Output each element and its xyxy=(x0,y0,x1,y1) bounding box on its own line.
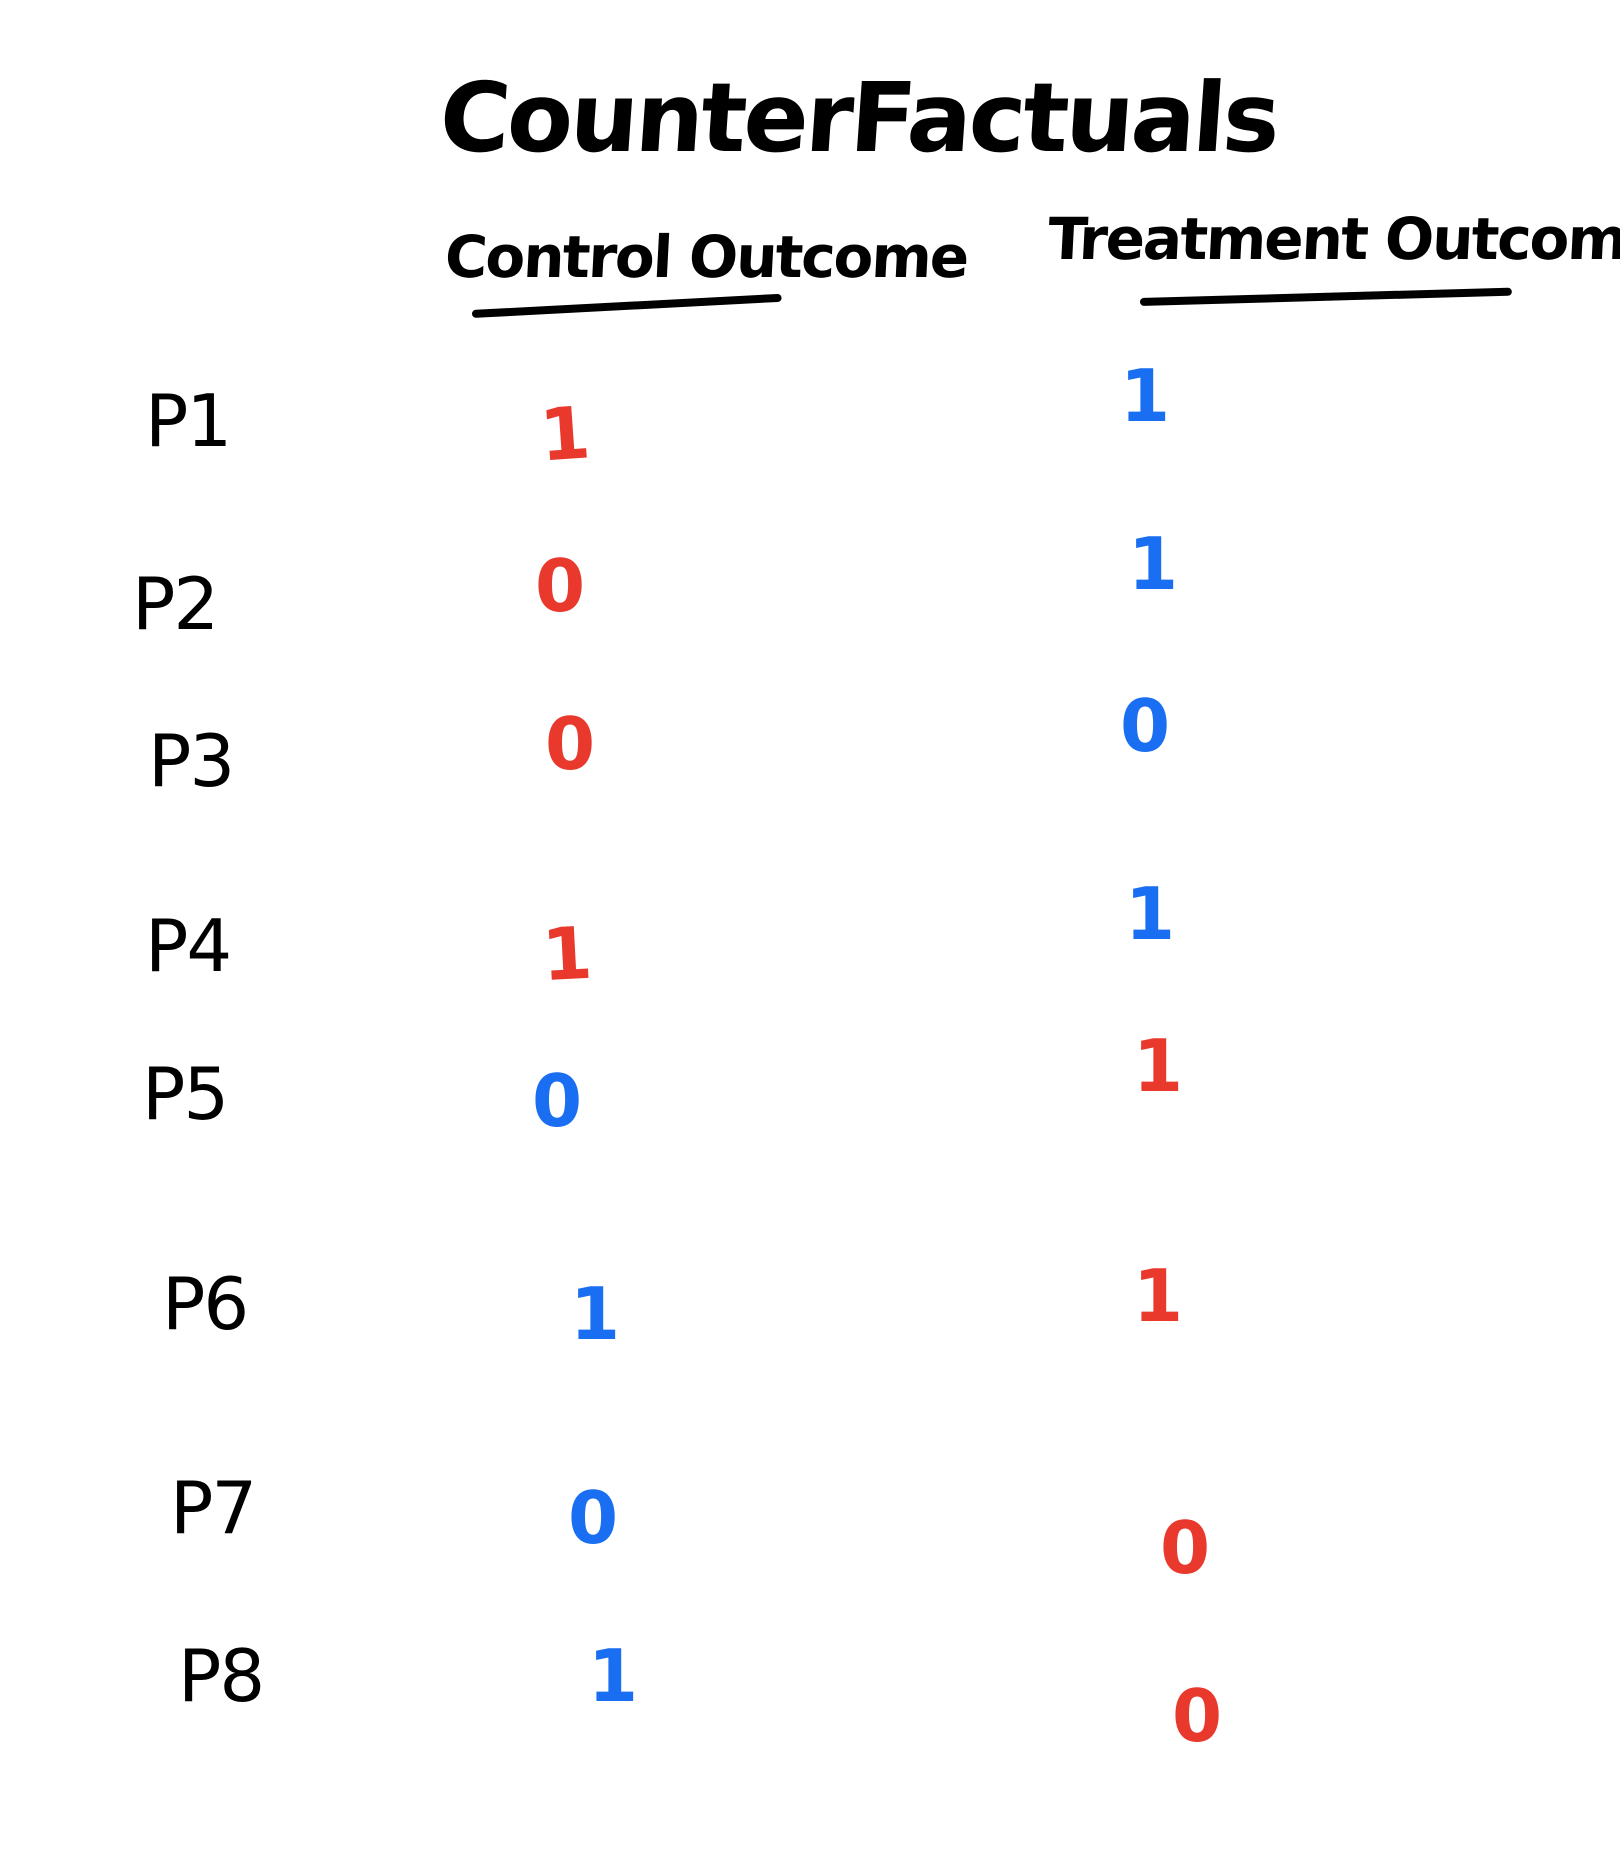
treatment-outcome-header: Treatment Outcome xyxy=(1046,205,1620,273)
treatment-value-p8: 0 xyxy=(1172,1674,1223,1758)
control-header-underline xyxy=(471,293,782,318)
row-label-p8: P8 xyxy=(178,1634,265,1718)
row-label-p5: P5 xyxy=(142,1052,229,1136)
row-label-p4: P4 xyxy=(145,904,232,988)
control-outcome-header: Control Outcome xyxy=(443,223,970,291)
treatment-value-p3: 0 xyxy=(1120,684,1171,768)
page-title: CounterFactuals xyxy=(436,62,1282,174)
control-value-p3: 0 xyxy=(545,702,596,786)
treatment-value-p7: 0 xyxy=(1160,1506,1211,1590)
control-value-p7: 0 xyxy=(568,1476,619,1560)
treatment-value-p4: 1 xyxy=(1125,872,1176,956)
control-value-p6: 1 xyxy=(570,1272,621,1356)
row-label-p7: P7 xyxy=(170,1466,257,1550)
control-value-p2: 0 xyxy=(535,544,586,628)
control-value-p1: 1 xyxy=(537,390,593,478)
treatment-value-p5: 1 xyxy=(1133,1024,1184,1108)
treatment-value-p1: 1 xyxy=(1120,354,1171,438)
row-label-p6: P6 xyxy=(162,1262,249,1346)
control-value-p4: 1 xyxy=(539,910,595,998)
row-label-p1: P1 xyxy=(145,379,232,463)
control-value-p8: 1 xyxy=(588,1634,639,1718)
row-label-p3: P3 xyxy=(148,719,235,803)
treatment-value-p6: 1 xyxy=(1133,1254,1184,1338)
treatment-header-underline xyxy=(1139,287,1512,306)
row-label-p2: P2 xyxy=(132,562,219,646)
control-value-p5: 0 xyxy=(532,1059,583,1143)
treatment-value-p2: 1 xyxy=(1128,522,1179,606)
